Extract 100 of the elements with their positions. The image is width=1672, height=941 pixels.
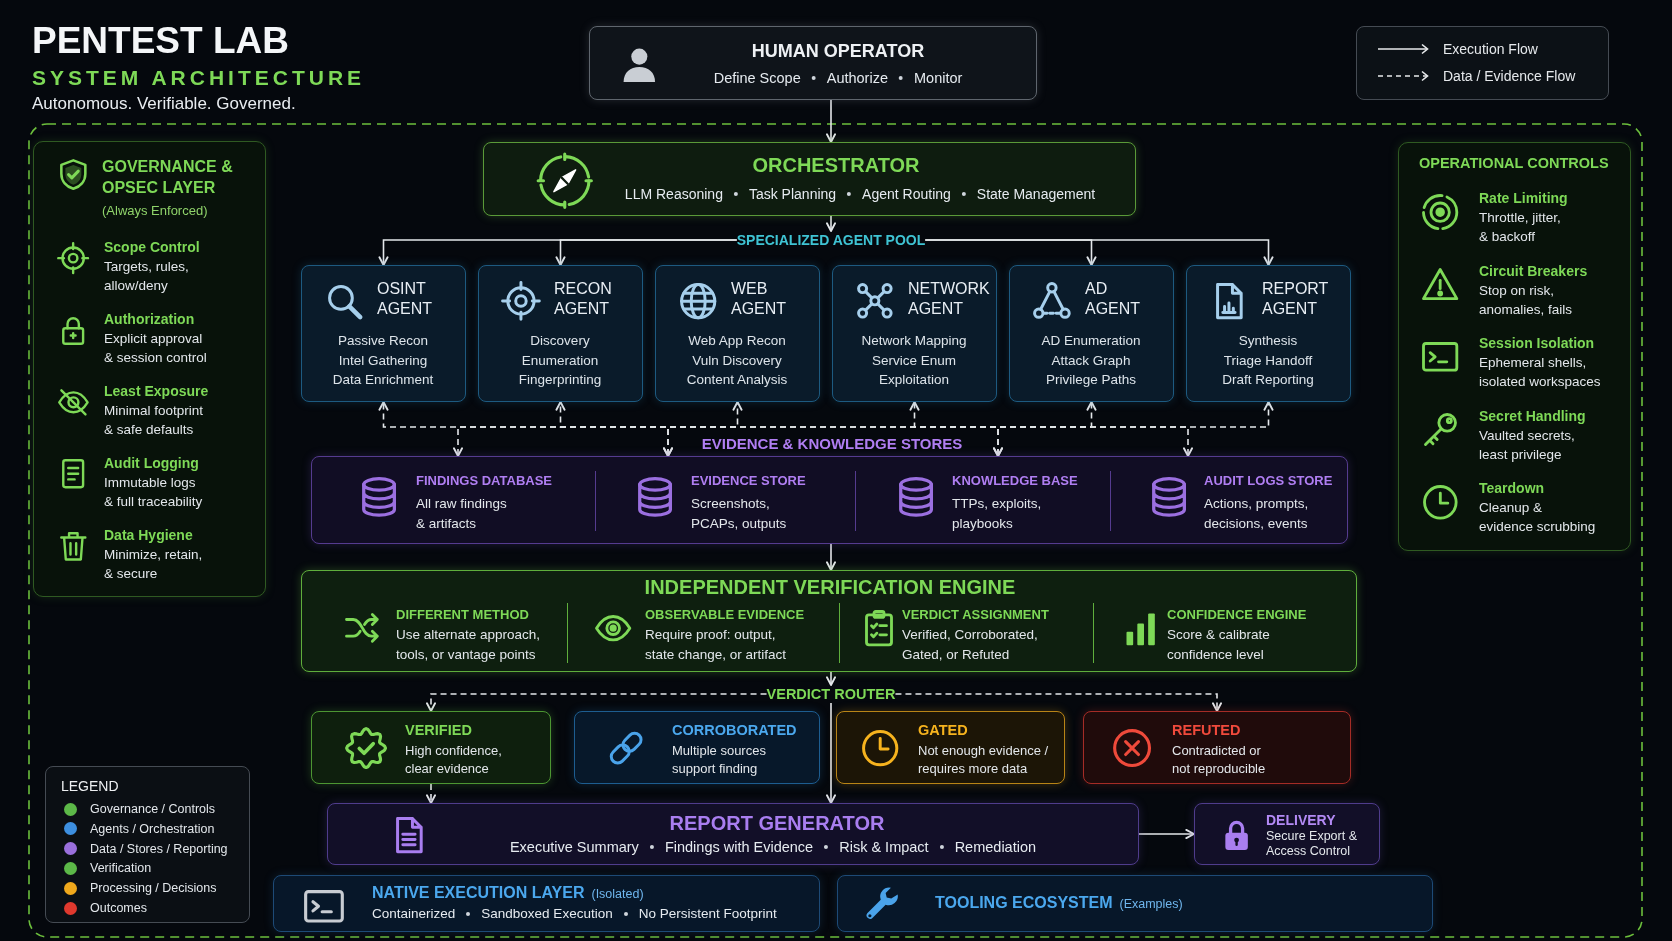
box-title: NATIVE EXECUTION LAYER <box>372 883 585 903</box>
list-item: Fingerprinting <box>518 371 602 389</box>
box-title: VERIFIED <box>405 721 472 739</box>
list-item: Remediation <box>954 838 1037 856</box>
box-title: TOOLING ECOSYSTEM <box>935 893 1113 913</box>
box-title: REPORT AGENT <box>1262 279 1329 319</box>
box-title: NETWORK AGENT <box>908 279 990 319</box>
list-item: Privilege Paths <box>1046 371 1136 389</box>
item-title: Data Hygiene <box>104 526 193 544</box>
dashed-arrow <box>426 693 768 712</box>
description: Secure Export & Access Control <box>1266 829 1358 859</box>
legend-text: Processing / Decisions <box>90 880 217 897</box>
section-label: VERDICT ROUTER <box>766 685 896 703</box>
arrow <box>826 215 836 232</box>
arrow <box>924 239 1274 266</box>
item-title: VERDICT ASSIGNMENT <box>902 606 1049 624</box>
verdict-box <box>836 711 1065 784</box>
list-item: Draft Reporting <box>1222 371 1314 389</box>
box-title: DELIVERY <box>1266 811 1336 829</box>
list-item: Monitor <box>914 69 963 87</box>
subtitle: SYSTEM ARCHITECTURE <box>32 66 366 90</box>
item-title: OBSERVABLE EVIDENCE <box>645 606 805 624</box>
list-item: Findings with Evidence <box>664 838 814 856</box>
list-item: State Management <box>976 185 1096 203</box>
verdict-box <box>1083 711 1351 784</box>
agent-card <box>301 265 466 402</box>
description: Multiple sources support finding <box>672 742 767 778</box>
item-title: Scope Control <box>104 238 200 256</box>
item-description: Stop on risk, anomalies, fails <box>1479 281 1574 319</box>
orchestrator-box <box>483 142 1136 216</box>
operator-box <box>589 26 1037 100</box>
box-title: RECON AGENT <box>554 279 612 319</box>
item-description: Score & calibrate confidence level <box>1167 626 1271 664</box>
item-title: AUDIT LOGS STORE <box>1204 472 1333 490</box>
box-title: REPORT GENERATOR <box>669 812 885 834</box>
list-item: Triage Handoff <box>1223 351 1313 370</box>
item-title: KNOWLEDGE BASE <box>952 472 1078 490</box>
item-title: FINDINGS DATABASE <box>416 472 553 490</box>
list-item: Web App Recon <box>688 332 786 350</box>
list-item: LLM Reasoning <box>624 185 723 203</box>
box-title: AD AGENT <box>1085 279 1141 319</box>
list-item: Passive Recon <box>338 332 428 350</box>
description: Not enough evidence / requires more data <box>918 742 1050 778</box>
list-item: Agent Routing <box>862 185 951 203</box>
dashed-double-arrow <box>909 401 1193 457</box>
verdict-box <box>574 711 820 784</box>
box-title: ORCHESTRATOR <box>752 154 920 176</box>
item-title: CONFIDENCE ENGINE <box>1167 606 1307 624</box>
verdict-box <box>311 711 551 784</box>
dashed-double-arrow <box>993 401 1274 457</box>
agent-card <box>1009 265 1174 402</box>
item-description: Vaulted secrets, least privilege <box>1479 426 1576 464</box>
list-item: No Persistent Footprint <box>638 905 777 923</box>
box-title: REFUTED <box>1172 721 1241 739</box>
item-description: Cleanup & evidence scrubbing <box>1479 499 1597 536</box>
agent-card <box>655 265 820 402</box>
arrow <box>826 671 836 686</box>
layer-box <box>273 875 820 932</box>
list-item: Intel Gathering <box>338 351 428 370</box>
agent-card <box>832 265 997 402</box>
section-label: SPECIALIZED AGENT POOL <box>736 231 926 249</box>
report-box <box>327 803 1139 865</box>
item-description: Targets, rules, allow/deny <box>104 258 190 295</box>
qualifier-text: (Examples) <box>1119 896 1183 913</box>
box-title: GATED <box>918 721 968 739</box>
legend-text: Data / Stores / Reporting <box>90 840 228 857</box>
list-item: Authorize <box>826 69 888 87</box>
list-item: Content Analysis <box>686 371 788 389</box>
dashed-double-arrow <box>453 401 743 457</box>
item-title: Least Exposure <box>104 382 209 400</box>
list-item: Synthesis <box>1238 332 1298 350</box>
dashed-double-arrow <box>663 401 1097 457</box>
item-title: Session Isolation <box>1479 334 1595 352</box>
item-title: Circuit Breakers <box>1479 261 1588 280</box>
engine-panel <box>301 570 1357 672</box>
dashed-arrow <box>894 693 1222 712</box>
item-title: DIFFERENT METHOD <box>396 606 529 624</box>
subheading: (Always Enforced) <box>102 202 208 220</box>
page-title: PENTEST LAB <box>32 20 289 62</box>
box-title: HUMAN OPERATOR <box>751 40 925 62</box>
dashed-arrow <box>426 783 436 804</box>
list-item: Enumeration <box>521 351 599 370</box>
delivery-box <box>1194 803 1380 865</box>
description: High confidence, clear evidence <box>405 742 503 778</box>
item-description: Verified, Corroborated, Gated, or Refuted <box>902 626 1039 664</box>
arrow <box>555 239 738 266</box>
layer-box <box>837 875 1433 932</box>
list-item: Define Scope <box>713 69 801 87</box>
legend-text: Execution Flow <box>1443 40 1538 58</box>
item-title: Secret Handling <box>1479 406 1586 425</box>
box-title: CORROBORATED <box>672 721 797 739</box>
arrow <box>826 99 836 143</box>
arrow <box>1138 829 1195 839</box>
agent-card <box>478 265 643 402</box>
item-description: Minimal footprint & safe defaults <box>104 402 205 439</box>
item-description: TTPs, exploits, playbooks <box>952 495 1043 533</box>
list-item: Sandboxed Execution <box>481 905 613 923</box>
item-description: Actions, prompts, decisions, events <box>1204 495 1310 533</box>
governance-panel <box>33 141 266 597</box>
legend-heading: LEGEND <box>61 777 119 795</box>
